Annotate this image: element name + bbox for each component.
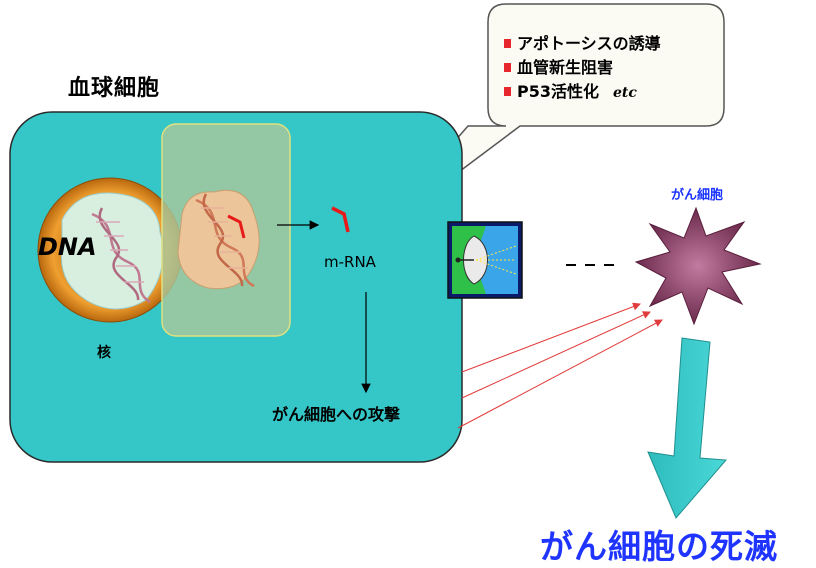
receptor-icon bbox=[448, 222, 522, 298]
cancer-cell-label: がん細胞 bbox=[671, 184, 723, 203]
cancer-death-label: がん細胞の死滅 bbox=[540, 520, 778, 568]
chromatin-blob bbox=[178, 190, 259, 288]
bubble-item: アポトーシスの誘導 bbox=[504, 32, 661, 56]
bubble-item: 血管新生阻害 bbox=[504, 56, 661, 80]
attack-label: がん細胞への攻撃 bbox=[272, 401, 400, 425]
cancer-cell bbox=[636, 208, 760, 324]
nucleus-label: 核 bbox=[97, 342, 111, 362]
mrna-label: m-RNA bbox=[324, 253, 376, 271]
death-arrow bbox=[648, 338, 726, 518]
bullet-icon bbox=[504, 63, 511, 72]
dna-label: DNA bbox=[38, 233, 97, 261]
bullet-icon bbox=[504, 87, 511, 96]
attack-rays bbox=[458, 304, 662, 428]
blood-cell-label: 血球細胞 bbox=[68, 70, 160, 102]
bullet-icon bbox=[504, 39, 511, 48]
etc-label: etc bbox=[613, 85, 637, 101]
